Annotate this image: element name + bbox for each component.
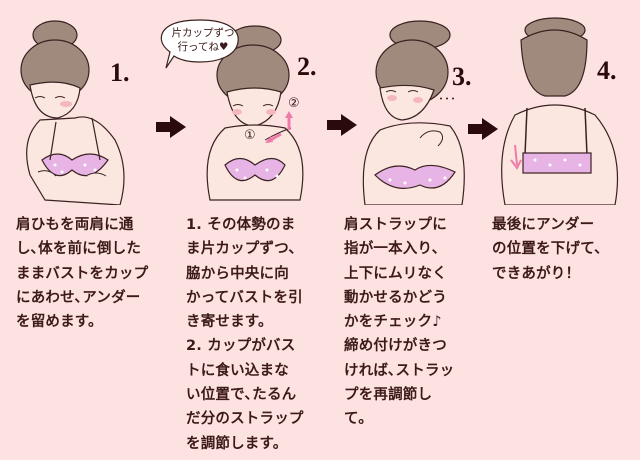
step-number: 1.	[110, 58, 130, 87]
step-caption: 1. その体勢のま ま片カップずつ、 脇から中央に向 かってバストを引 き寄せま…	[186, 217, 304, 452]
thinking-dots: ･･･	[438, 92, 457, 106]
step-caption: 肩ストラップに 指が一本入り、 上下にムリなく 動かせるかどう かをチェック♪ …	[344, 217, 455, 428]
step-3-illustration	[362, 20, 465, 205]
step-1-panel: 1. 肩ひもを両肩に通 し､体を前に倒した ままバストをカップ にあわせ､アンダ…	[0, 0, 150, 460]
step-caption: 最後にアンダー の位置を下げて、 できあがり！	[492, 217, 609, 282]
step-2-illustration	[206, 25, 304, 201]
speech-bubble-text: 片カップずつ 行ってね♥	[171, 27, 235, 53]
right-arrow-icon	[156, 116, 186, 138]
marker-2: ②	[288, 96, 300, 111]
speech-bubble	[158, 16, 242, 72]
step-4-illustration	[501, 17, 618, 205]
step-caption: 肩ひもを両肩に通 し､体を前に倒した ままバストをカップ にあわせ､アンダー を…	[16, 217, 149, 331]
step-number: 2.	[297, 52, 317, 81]
marker-1: ①	[244, 128, 256, 143]
step-number: 3.	[452, 62, 472, 91]
step-1-illustration	[20, 20, 125, 205]
step-number: 4.	[597, 56, 617, 85]
right-arrow-icon	[327, 114, 357, 136]
right-arrow-icon	[468, 118, 498, 140]
